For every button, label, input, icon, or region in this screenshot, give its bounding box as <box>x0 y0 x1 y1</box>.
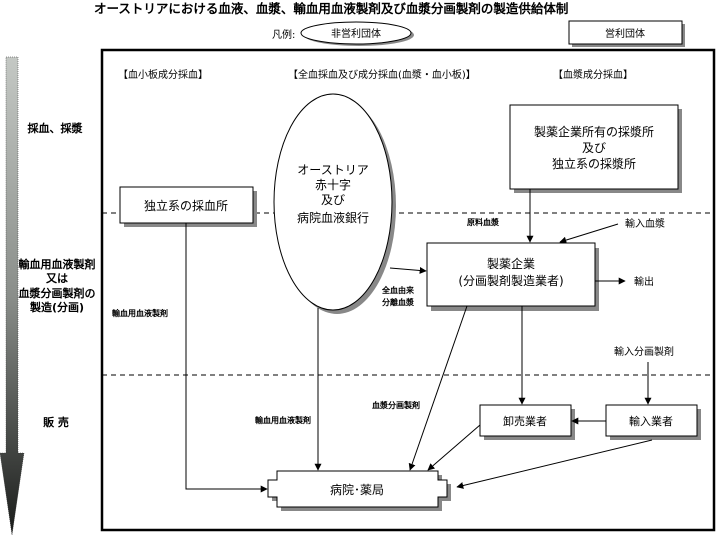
node-pharma-company: 製薬企業 (分画製剤製造業者) <box>426 242 599 311</box>
stage-sales: 販 売 <box>43 415 69 429</box>
node-red-cross-line3: 及び <box>321 193 345 207</box>
edge-importer-hospital <box>456 439 653 489</box>
main-frame <box>100 48 716 532</box>
node-red-cross-line1: オーストリア <box>297 163 368 177</box>
legend-nonprofit: 非営利団体 <box>300 21 414 46</box>
stage-collection: 採血、採漿 <box>28 121 83 135</box>
label-export: 輸出 <box>634 275 654 288</box>
node-pharma-line2: (分画製剤製造業者) <box>458 273 563 288</box>
section-whole-blood: 【全血採血及び成分採血(血漿・血小板)】 <box>288 68 476 81</box>
section-platelet: 【血小板成分採血】 <box>118 68 208 81</box>
label-transfusion-left: 輸血用血液製剤 <box>112 308 168 318</box>
section-plasma: 【血漿成分採血】 <box>553 68 633 81</box>
stage-manufacturing-line4: 製造(分画) <box>29 300 84 314</box>
node-red-cross-line4: 病院血液銀行 <box>297 210 369 225</box>
label-imported-plasma: 輸入血漿 <box>625 217 665 230</box>
node-wholesaler: 卸売業者 <box>479 404 575 440</box>
edge-plasma-derivatives <box>408 305 468 471</box>
label-plasma-derivatives: 血漿分画製剤 <box>372 400 420 410</box>
node-importer: 輸入業者 <box>605 404 701 440</box>
node-hospital-pharmacy: 病院･薬局 <box>267 470 451 511</box>
process-flow-arrow <box>0 56 25 536</box>
edge-wholesaler-hospital <box>427 424 481 471</box>
stage-manufacturing: 輸血用血液製剤 又は 血漿分画製剤の 製造(分画) <box>19 257 96 314</box>
node-plasma-centers: 製薬企業所有の採漿所 及び 独立系の採漿所 <box>509 104 682 193</box>
label-transfusion-center: 輸血用血液製剤 <box>255 415 311 425</box>
node-importer-label: 輸入業者 <box>629 414 673 428</box>
node-wholesaler-label: 卸売業者 <box>503 414 547 428</box>
node-plasma-centers-line2: 及び <box>582 141 606 155</box>
stage-manufacturing-line2: 又は <box>45 272 68 285</box>
node-plasma-centers-line1: 製薬企業所有の採漿所 <box>534 124 654 139</box>
edge-imported-plasma <box>559 223 619 244</box>
node-plasma-centers-line3: 独立系の採漿所 <box>552 156 636 171</box>
node-hospital-label: 病院･薬局 <box>330 482 384 497</box>
label-recovered-plasma-1: 全血由来 <box>381 285 415 295</box>
node-independent-blood-center-label: 独立系の採血所 <box>144 198 228 213</box>
node-red-cross-line2: 赤十字 <box>315 177 351 192</box>
legend-forprofit: 営利団体 <box>568 20 685 47</box>
stage-manufacturing-line3: 血漿分画製剤の <box>19 286 96 300</box>
node-pharma-line1: 製薬企業 <box>487 256 535 271</box>
node-independent-blood-center: 独立系の採血所 <box>119 186 257 227</box>
stage-manufacturing-line1: 輸血用血液製剤 <box>19 257 96 271</box>
node-red-cross: オーストリア 赤十字 及び 病院血液銀行 <box>273 93 396 314</box>
legend-nonprofit-label: 非営利団体 <box>331 27 381 40</box>
label-recovered-plasma-2: 分離血漿 <box>382 297 415 307</box>
page-title: オーストリアにおける血液、血漿、輸血用血液製剤及び血漿分画製剤の製造供給体制 <box>94 1 568 16</box>
edge-independent-hospital <box>185 223 268 493</box>
edge-recovered-plasma <box>389 266 427 274</box>
label-source-plasma: 原料血漿 <box>467 217 500 227</box>
label-imported-derivatives: 輸入分画製剤 <box>614 345 674 358</box>
legend-forprofit-label: 営利団体 <box>605 27 645 40</box>
legend-label: 凡例: <box>272 28 295 41</box>
